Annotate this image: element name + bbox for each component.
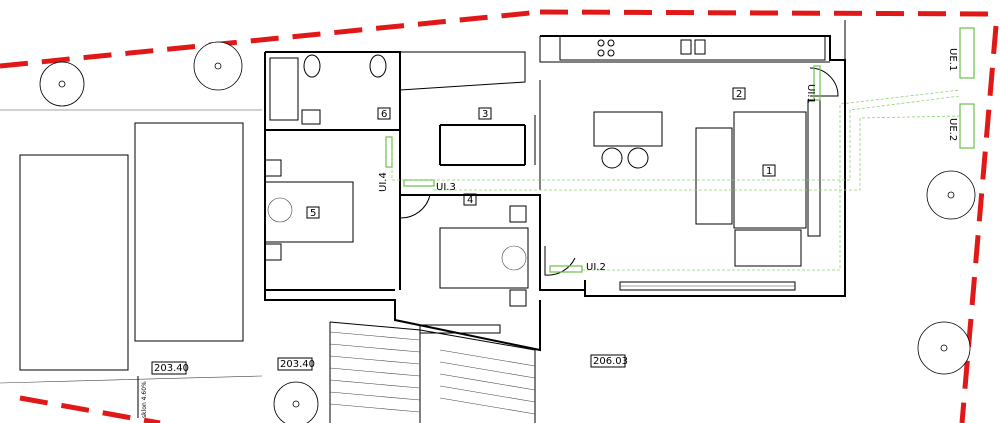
label-ue2: UE.2 [947,118,958,141]
label-ui1: UI.1 [805,84,816,104]
elevation-label-3: 206.03 [593,356,628,367]
hvac-unit-ue1 [959,27,975,79]
tree-icon [193,41,243,91]
washbasin-icon [301,109,321,125]
parking-slot [19,154,129,371]
tree-icon [39,61,85,107]
armchair-icon [734,229,802,267]
property-boundary [0,9,1000,423]
bedroom-4-furniture [439,205,529,307]
room-label-1: 1 [766,166,772,177]
parking-areas [0,109,263,384]
stairs [329,321,536,423]
sink-icon [680,39,706,55]
hvac-unit-ui3 [403,179,435,187]
bedroom-5-furniture [264,159,354,261]
kitchen-counter [559,35,826,61]
room-label-3: 3 [482,109,488,120]
elevation-label-2: 203.40 [280,359,315,370]
label-ue1: UE.1 [947,48,958,71]
living-room-furniture [593,111,807,267]
house-walls [264,20,846,352]
hvac-unit-ui1 [813,65,821,101]
boundary-right [959,25,999,423]
window-bottom [619,281,796,291]
room-label-5: 5 [310,208,316,219]
slope-note: sklon 4.60% [141,381,148,418]
parking-slot [134,122,244,342]
elevation-labels: 203.40 203.40 206.03 sklon 4.60% [137,354,628,418]
label-ui3: UI.3 [436,182,456,193]
toilet-icon [303,54,321,78]
hvac-unit-ui2 [549,265,583,273]
bathroom-fixtures [269,54,387,125]
bed-icon [439,227,529,289]
shower-icon [269,57,299,121]
hvac-unit-ue2 [959,103,975,149]
trees [39,41,976,423]
tree-icon [273,381,319,423]
hvac-unit-ui4 [385,136,393,168]
rug-icon [733,111,807,229]
room-labels: 1 2 3 4 5 6 [306,87,776,219]
tree-icon [917,321,971,375]
hvac-units [385,27,975,273]
elevation-label-1: 203.40 [154,363,189,374]
unit-labels: UI.4 UI.3 UI.2 UI.1 UE.1 UE.2 [378,48,958,273]
stove-icon [597,39,615,57]
label-ui4: UI.4 [378,172,389,192]
bed-icon [264,181,354,243]
dining-table-icon [593,111,663,147]
toilet-icon [369,54,387,78]
boundary-top-left [0,9,541,69]
room-label-2: 2 [736,89,742,100]
tree-icon [926,170,976,220]
room-label-6: 6 [381,109,387,120]
boundary-top-right [539,9,1000,17]
chair-icon [601,147,623,169]
sofa-icon [695,127,733,225]
chair-icon [627,147,649,169]
room-label-4: 4 [467,195,473,206]
boundary-bottom [19,395,161,423]
label-ui2: UI.2 [586,262,606,273]
